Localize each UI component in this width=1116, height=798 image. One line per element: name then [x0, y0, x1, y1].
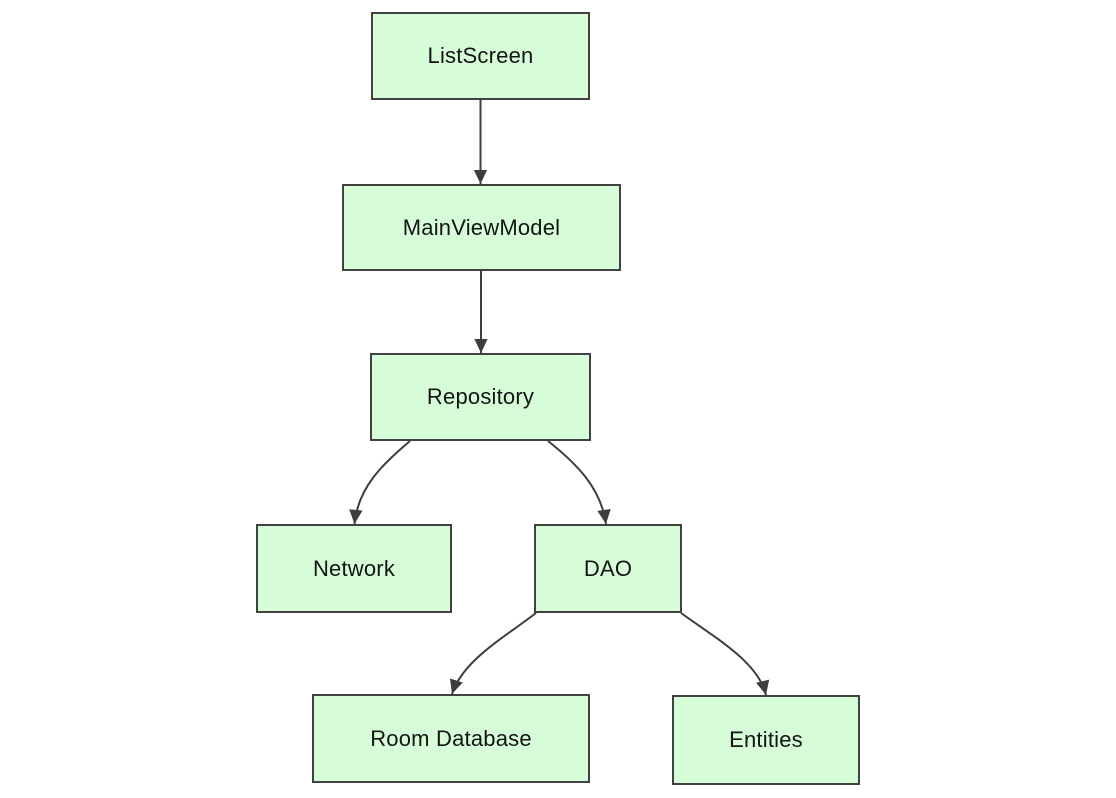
edge-dao-to-entities	[680, 612, 770, 696]
edge-group	[349, 100, 770, 696]
node-listscreen: ListScreen	[371, 12, 590, 100]
node-label-room-database: Room Database	[370, 725, 532, 751]
node-label-network: Network	[312, 555, 396, 581]
node-label-dao: DAO	[583, 555, 633, 581]
node-room-database: Room Database	[312, 694, 590, 783]
node-entities: Entities	[672, 695, 860, 785]
edge-repository-to-dao	[547, 440, 611, 525]
edge-repository-to-network	[349, 440, 411, 525]
node-label-repository: Repository	[426, 384, 535, 409]
node-repository: Repository	[370, 353, 591, 441]
node-network: Network	[256, 524, 452, 613]
edge-dao-to-room-database	[449, 612, 537, 695]
node-label-listscreen: ListScreen	[427, 43, 534, 68]
node-label-mainviewmodel: MainViewModel	[402, 214, 561, 240]
node-dao: DAO	[534, 524, 682, 613]
node-mainviewmodel: MainViewModel	[342, 184, 621, 271]
node-label-entities: Entities	[729, 727, 803, 752]
